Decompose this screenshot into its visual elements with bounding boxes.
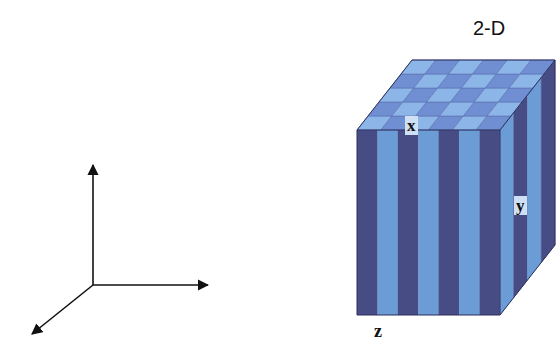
side-stripe [528, 78, 542, 281]
cube [357, 60, 555, 315]
side-stripe [541, 60, 555, 263]
axis-label: z [374, 322, 382, 340]
side-stripe [500, 113, 514, 316]
front-stripe [357, 130, 378, 315]
axis-label: x [405, 116, 418, 135]
axis-label: y [514, 196, 527, 215]
side-stripe [514, 95, 528, 298]
front-stripe [398, 130, 419, 315]
cube-edge [357, 60, 555, 315]
front-stripe [459, 130, 480, 315]
front-stripe [418, 130, 439, 315]
axes [32, 165, 208, 334]
cube-edge [500, 60, 555, 315]
dimension-title: 2-D [473, 18, 505, 38]
front-stripe [480, 130, 501, 315]
front-stripe [377, 130, 398, 315]
front-stripe [439, 130, 460, 315]
